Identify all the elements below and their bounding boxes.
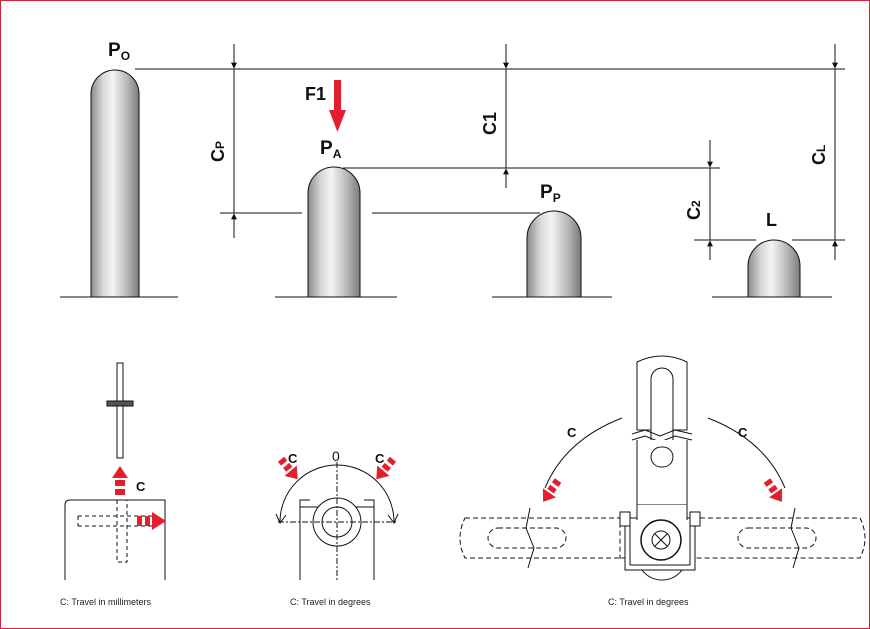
label-cl: CL [809, 145, 829, 165]
lever-actuator-diagram [459, 355, 866, 581]
label-po: PO [108, 40, 130, 63]
linear-caption: C: Travel in millimeters [60, 597, 152, 607]
lever-travel-arrows [542, 478, 783, 502]
label-f1: F1 [305, 84, 326, 104]
top-labels: PO F1 PA PP L CP C1 C2 CL [108, 40, 829, 230]
plungers-diagram [60, 44, 845, 298]
label-c1: C1 [480, 112, 500, 135]
rotary-zero-label: 0 [332, 448, 340, 464]
plunger-pa [307, 166, 361, 298]
lever-c-right: C [738, 425, 748, 440]
linear-c-label: C [136, 479, 146, 494]
plunger-pp [526, 210, 582, 298]
label-l: L [766, 210, 777, 230]
rotary-caption: C: Travel in degrees [290, 597, 371, 607]
plunger-l [747, 239, 801, 298]
label-c2: C2 [684, 200, 704, 220]
plunger-po [90, 69, 140, 298]
rotary-travel-arrows [277, 456, 397, 480]
force-arrow-f1 [329, 80, 346, 132]
linear-travel-arrows [112, 466, 166, 530]
rotary-c-left: C [288, 451, 298, 466]
rotary-actuator-diagram [275, 462, 399, 580]
label-pa: PA [320, 138, 342, 161]
linear-actuator-diagram [64, 362, 166, 580]
label-pp: PP [540, 182, 561, 205]
lever-caption: C: Travel in degrees [608, 597, 689, 607]
label-cp: CP [208, 141, 228, 162]
rotary-c-right: C [375, 451, 385, 466]
lever-c-left: C [567, 425, 577, 440]
